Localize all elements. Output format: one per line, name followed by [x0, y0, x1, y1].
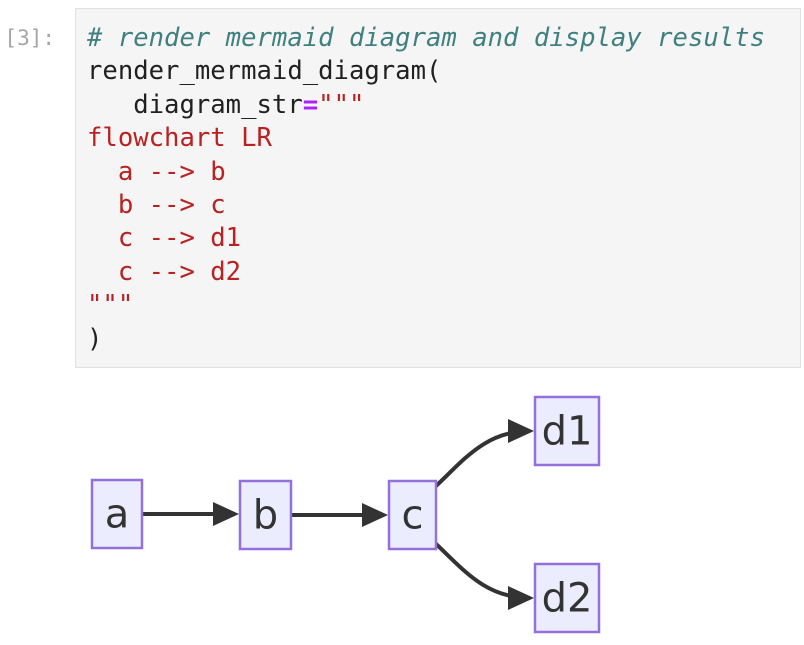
- code-cell[interactable]: # render mermaid diagram and display res…: [75, 8, 801, 368]
- cell-output: a b c d1 d2: [0, 380, 804, 645]
- node-label: d2: [542, 576, 593, 622]
- flowchart-node-d2: d2: [533, 562, 601, 634]
- code-line: flowchart LR: [87, 122, 792, 155]
- node-box: [90, 478, 144, 550]
- code-editor[interactable]: # render mermaid diagram and display res…: [76, 9, 800, 369]
- code-line: b --> c: [87, 189, 792, 222]
- node-box: [238, 479, 293, 551]
- code-line: a --> b: [87, 156, 792, 189]
- code-token-operator: =: [302, 89, 319, 120]
- node-box: [533, 395, 601, 467]
- code-token-comment: # render mermaid diagram and display res…: [87, 23, 765, 53]
- flowchart-node-d1: d1: [533, 395, 601, 467]
- flowchart-node-c: c: [387, 479, 438, 551]
- code-token-string: a --> b: [87, 156, 226, 187]
- code-line: render_mermaid_diagram(: [87, 55, 792, 88]
- code-token-plain: diagram_str: [87, 89, 303, 120]
- code-line: diagram_str=""": [87, 89, 792, 122]
- node-box: [387, 479, 438, 551]
- node-box: [533, 562, 601, 634]
- code-token-string: """: [318, 89, 365, 120]
- code-line: ): [87, 323, 792, 356]
- node-label: b: [253, 493, 278, 539]
- code-token-string: b --> c: [87, 189, 226, 220]
- node-label: a: [105, 492, 130, 538]
- code-line: """: [87, 289, 792, 322]
- code-token-string: flowchart LR: [87, 123, 272, 154]
- flowchart-edge-c-d1: [433, 419, 534, 489]
- code-line: c --> d2: [87, 256, 792, 289]
- flowchart-node-b: b: [238, 479, 293, 551]
- mermaid-flowchart: a b c d1 d2: [90, 395, 601, 634]
- code-token-plain: render_mermaid_diagram(: [87, 56, 442, 87]
- node-label: d1: [542, 409, 593, 455]
- flowchart-edge-c-d2: [433, 541, 534, 610]
- execution-count: [3]:: [4, 26, 55, 50]
- node-label: c: [402, 493, 424, 539]
- code-token-string: """: [87, 290, 134, 321]
- code-line: c --> d1: [87, 222, 792, 255]
- code-line: # render mermaid diagram and display res…: [87, 22, 792, 55]
- code-token-plain: ): [87, 323, 103, 354]
- code-token-string: c --> d1: [87, 223, 242, 254]
- code-token-string: c --> d2: [87, 256, 242, 287]
- flowchart-node-a: a: [90, 478, 144, 550]
